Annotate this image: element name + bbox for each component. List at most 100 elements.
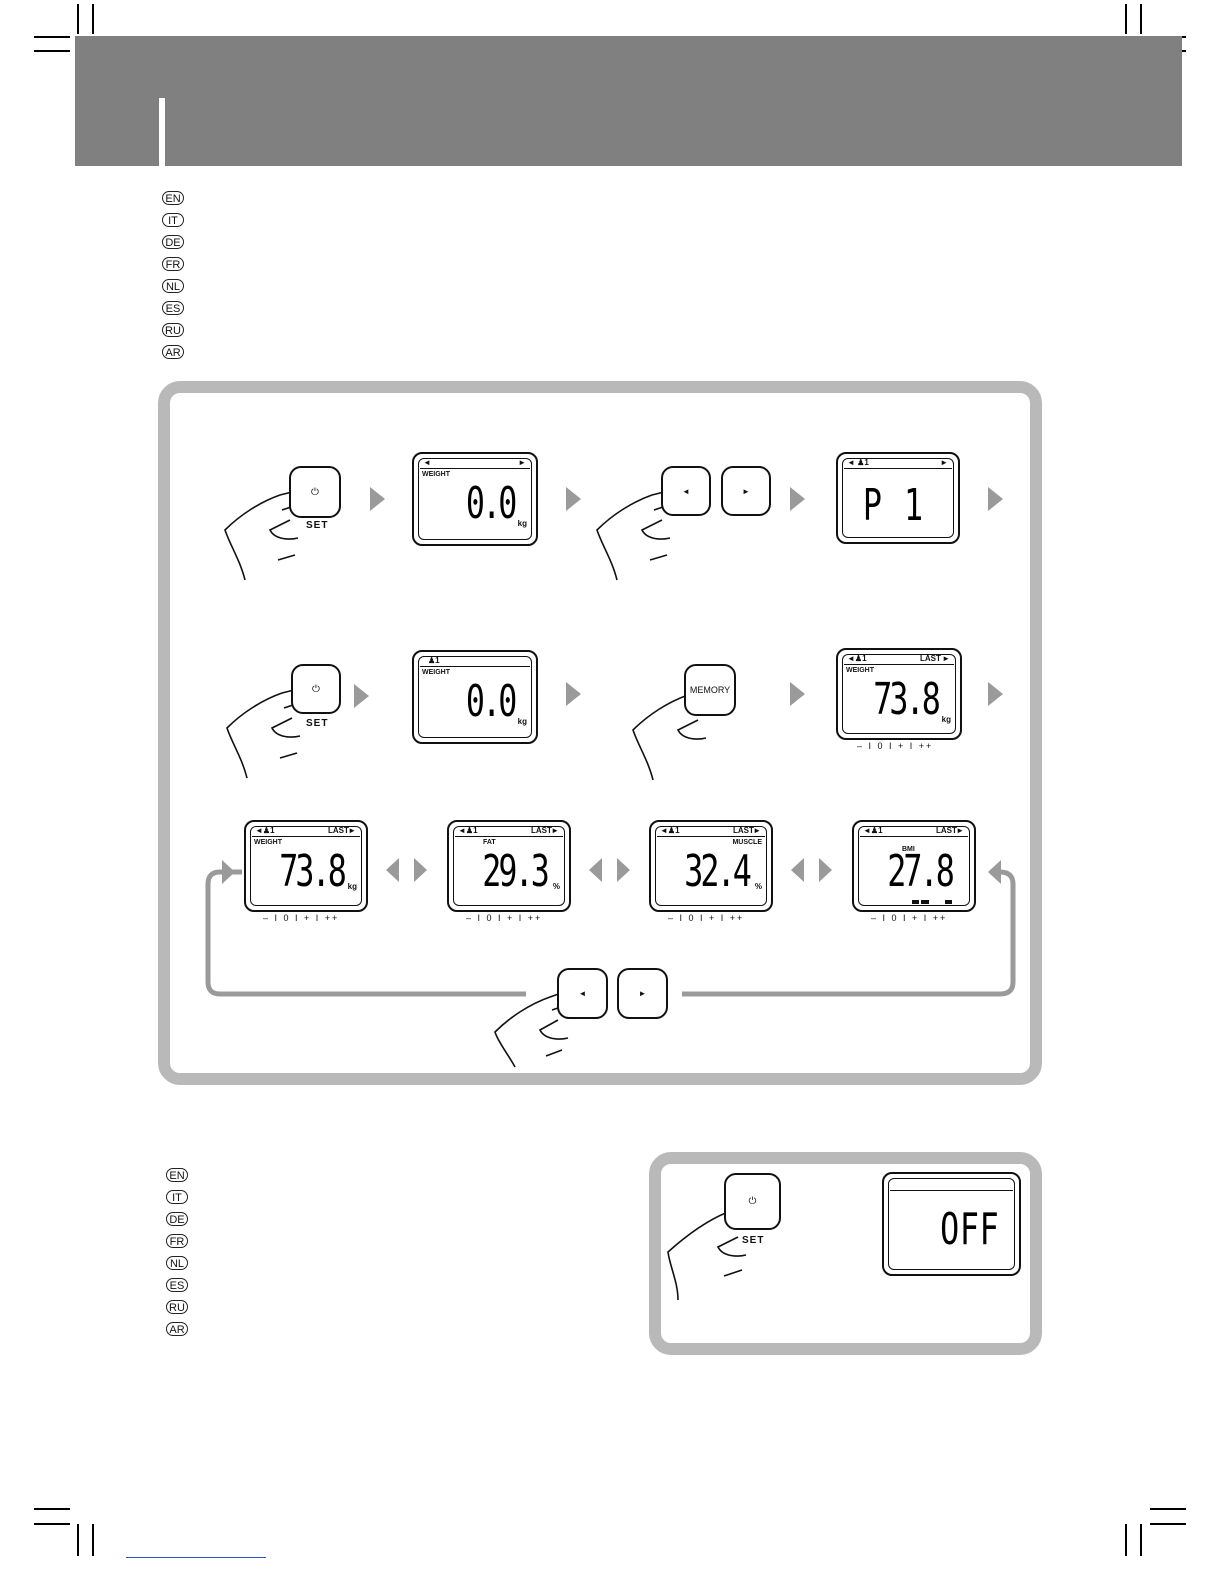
right-triangle-icon: ► [638,989,647,998]
left-triangle-icon: ◄ [682,486,690,496]
set-label: SET [306,718,329,729]
memory-button-label: MEMORY [689,685,731,695]
level-scale: – I 0 I + I ++ [466,913,543,923]
language-badge-de: DE [166,1212,188,1226]
lcd-display: ◄ ► WEIGHT 0.0 kg [412,452,538,546]
lcd-unit: kg [517,717,527,726]
lcd-label: FAT [483,839,496,846]
level-scale: – I 0 I + I ++ [857,741,934,751]
lcd-label: MUSCLE [732,839,762,846]
lcd-rule [860,836,968,837]
lcd-header-mid: LAST [328,826,349,835]
lcd-header-left: ◄♟1 [255,826,275,835]
lcd-header-left: ◄♟1 [847,654,867,663]
power-icon: ⏻ [312,683,320,695]
lcd-header-left: ◄ ♟1 [847,458,869,467]
lcd-value: 32.4 [684,846,752,897]
crop-mark [77,1524,79,1556]
lcd-unit: kg [347,882,357,891]
nav-arrow-right [819,858,832,882]
lcd-label: WEIGHT [422,471,450,478]
lcd-rule [657,836,765,837]
crop-mark [1140,4,1142,34]
lcd-header-right: ► [348,826,356,835]
crop-mark [77,4,79,34]
set-power-button[interactable]: ⏻ [289,466,341,518]
set-power-button[interactable]: ⏻ [291,664,341,714]
step-arrow [790,682,805,706]
lcd-unit: kg [941,715,951,724]
lcd-header-left: ◄♟1 [458,826,478,835]
lcd-header-left: ◄♟1 [660,826,680,835]
lcd-header-mid: LAST [733,826,754,835]
crop-mark [34,50,70,52]
language-badge-en: EN [166,1168,188,1182]
nav-arrow-right [617,858,630,882]
left-button[interactable]: ◄ [557,968,608,1019]
lcd-header-right: ► [940,458,948,467]
lcd-rule [252,836,360,837]
lcd-label: WEIGHT [422,669,450,676]
lcd-header-left: ♟1 [428,656,440,665]
crop-mark [1150,1523,1186,1525]
nav-arrow-left [386,858,399,882]
power-icon: ⏻ [311,486,319,498]
language-badge-es: ES [162,301,184,315]
lcd-header-mid: LAST [936,826,957,835]
lcd-label: BMI [902,846,915,853]
left-button[interactable]: ◄ [661,466,711,516]
lcd-display: OFF [882,1172,1021,1276]
memory-button[interactable]: MEMORY [684,664,736,716]
lcd-rule [844,664,954,665]
right-button[interactable]: ► [721,466,771,516]
header-accent-bar [159,98,165,166]
language-badge-it: IT [166,1190,188,1204]
bmi-indicator-bars [912,900,952,904]
set-label: SET [306,520,329,531]
step-arrow [566,682,581,706]
lcd-rule [844,468,952,469]
lcd-value: 73.8 [279,846,347,897]
step-arrow [790,487,805,511]
step-arrow [354,684,369,708]
lcd-display: ◄♟1 LAST ► WEIGHT 73.8 kg [836,648,962,740]
nav-arrow-left [589,858,602,882]
lcd-unit: % [552,882,560,891]
language-badge-ar: AR [166,1322,188,1336]
right-triangle-icon: ► [742,486,750,496]
header-band [75,36,1182,166]
crop-mark [34,1523,70,1525]
language-badge-it: IT [162,213,184,227]
lcd-display: ♟1 WEIGHT 0.0 kg [412,650,538,744]
lcd-label: WEIGHT [254,839,282,846]
lcd-value: 0.0 [465,478,516,529]
step-arrow [370,487,385,511]
nav-arrow-left [791,858,804,882]
lcd-value: P 1 [862,480,924,531]
lcd-display: ◄ ♟1 ► P 1 [836,452,960,544]
language-badge-en: EN [162,191,184,205]
lcd-header-right: ► [753,826,761,835]
crop-mark [34,36,70,38]
language-badge-ar: AR [162,345,184,359]
lcd-header-mid: LAST [531,826,552,835]
footer-rule [126,1557,266,1558]
lcd-header-right: ► [956,826,964,835]
crop-mark [1150,1508,1186,1510]
lcd-rule [420,666,530,667]
lcd-header-left: ◄ [423,458,431,467]
cycle-loop-line [205,869,1016,997]
left-triangle-icon: ◄ [578,989,587,998]
level-scale: – I 0 I + I ++ [668,913,745,923]
crop-mark [92,1524,94,1556]
set-power-button[interactable]: ⏻ [724,1173,781,1230]
right-button[interactable]: ► [617,968,668,1019]
lcd-header-right: ► [518,458,526,467]
loop-arrow-left [988,860,1001,884]
crop-mark [1125,4,1127,34]
crop-mark [1125,1524,1127,1556]
lcd-header-right: ► [551,826,559,835]
